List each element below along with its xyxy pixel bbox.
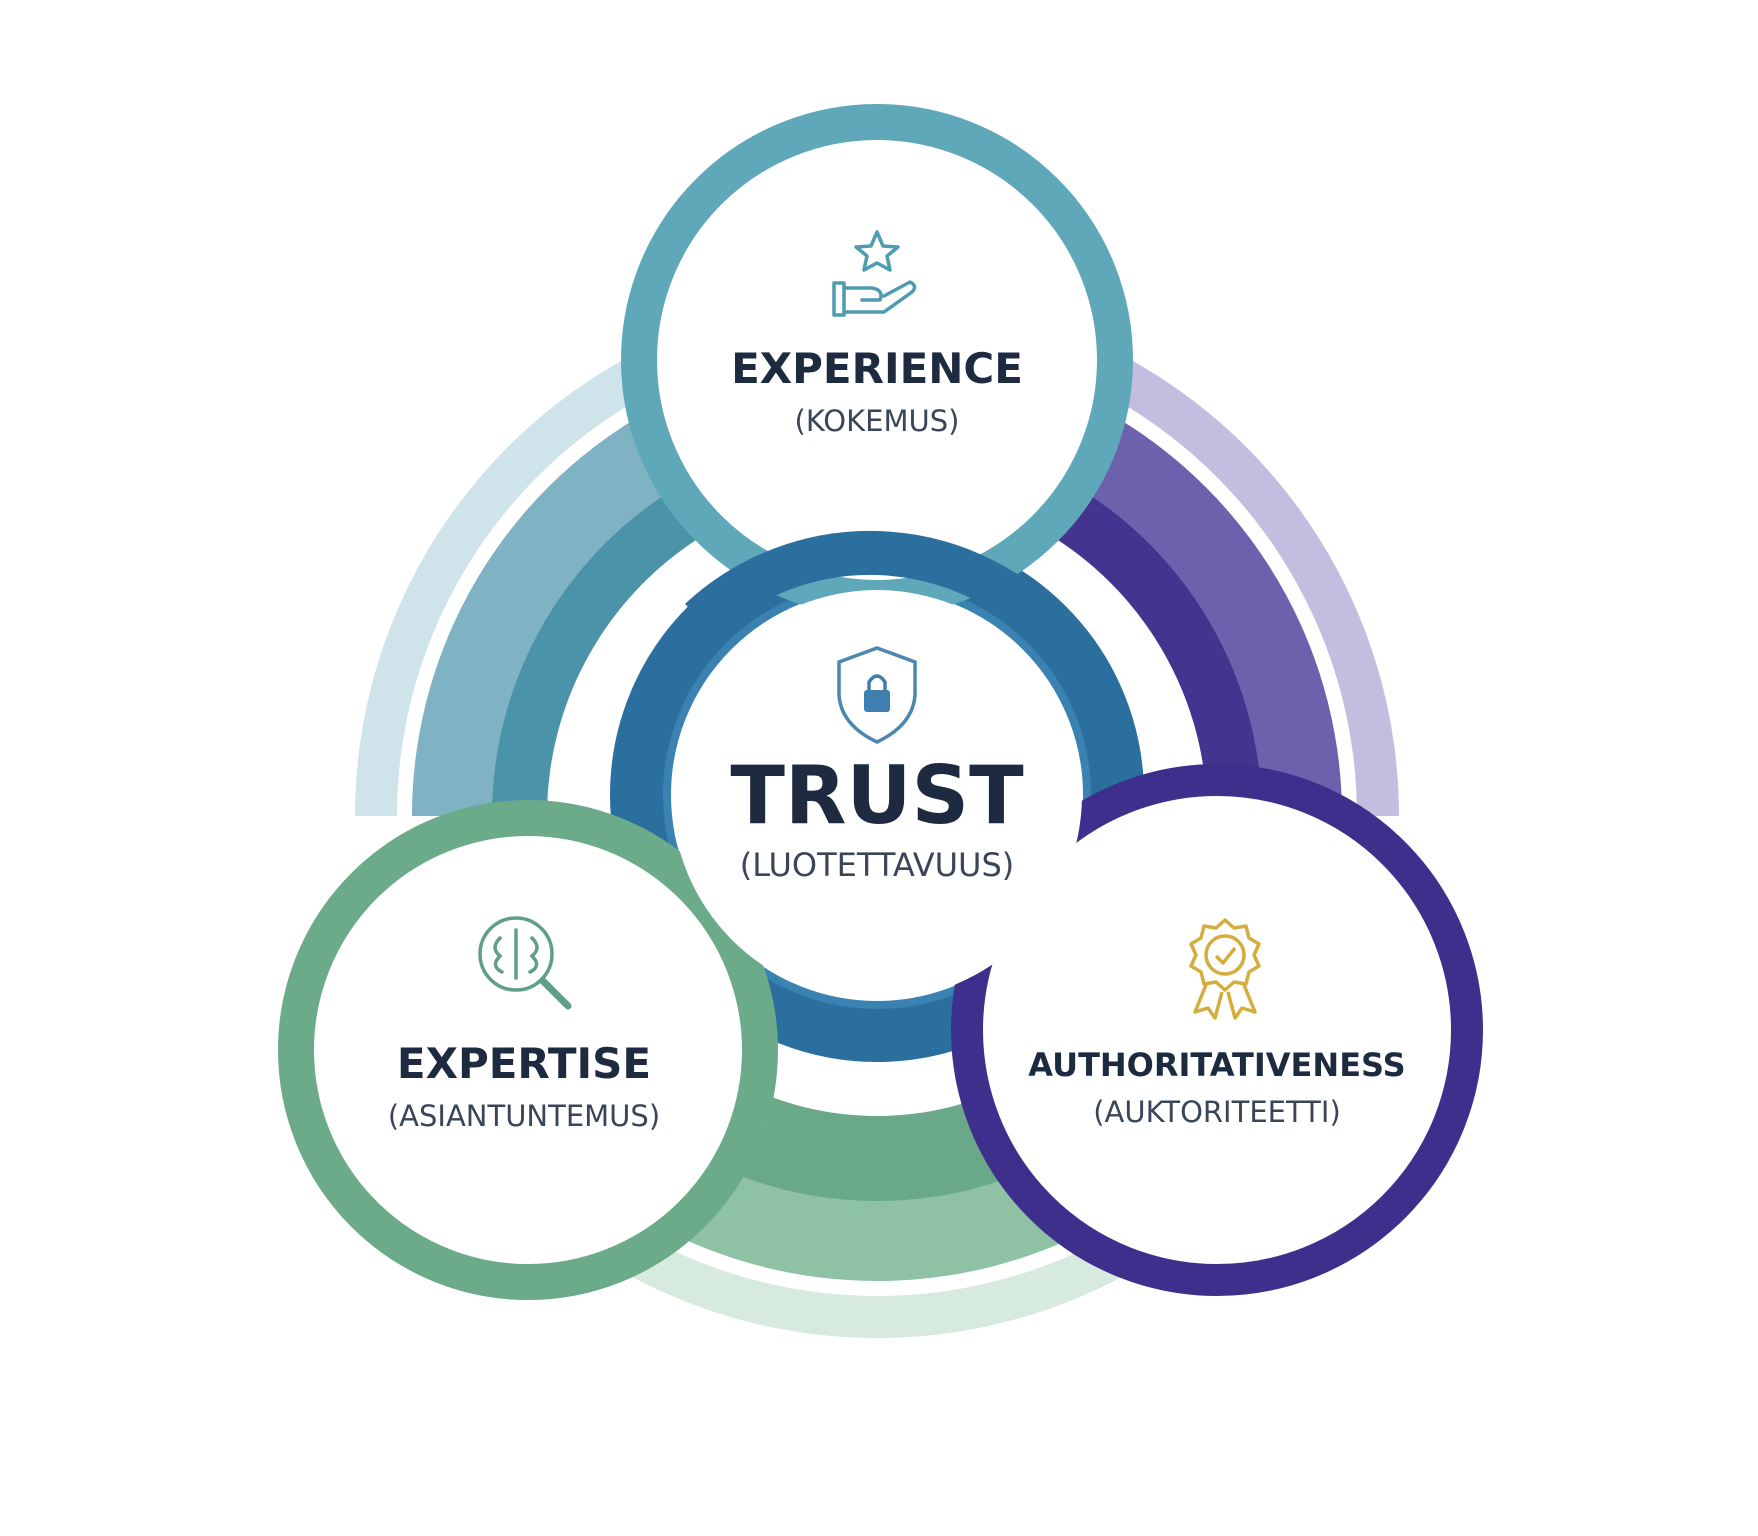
trust-title: TRUST <box>730 749 1024 842</box>
trust-center <box>672 590 1082 1000</box>
arc-inner-left <box>492 467 738 816</box>
hand-star-icon <box>832 230 917 317</box>
brain-magnifier-icon <box>478 916 572 1010</box>
shield-lock-icon <box>837 646 917 744</box>
award-ribbon-icon <box>1189 918 1261 1020</box>
expertise-circle <box>278 800 778 1300</box>
expertise-title: EXPERTISE <box>397 1039 651 1088</box>
arc-mid-right <box>1037 394 1342 816</box>
authoritativeness-circle <box>951 764 1483 1296</box>
arc-inner-right <box>1016 467 1262 816</box>
arc-mid-left <box>412 394 717 816</box>
authoritativeness-subtitle: (AUKTORITEETTI) <box>1093 1095 1341 1129</box>
trust-subtitle: (LUOTETTAVUUS) <box>740 846 1015 884</box>
experience-title: EXPERIENCE <box>731 344 1023 393</box>
expertise-subtitle: (ASIANTUNTEMUS) <box>388 1099 660 1133</box>
arc-outer-bottom <box>631 1239 1123 1338</box>
authoritativeness-title: AUTHORITATIVENESS <box>1028 1046 1405 1084</box>
trust-ring-overlap <box>685 531 1077 655</box>
experience-subtitle: (KOKEMUS) <box>795 404 960 438</box>
